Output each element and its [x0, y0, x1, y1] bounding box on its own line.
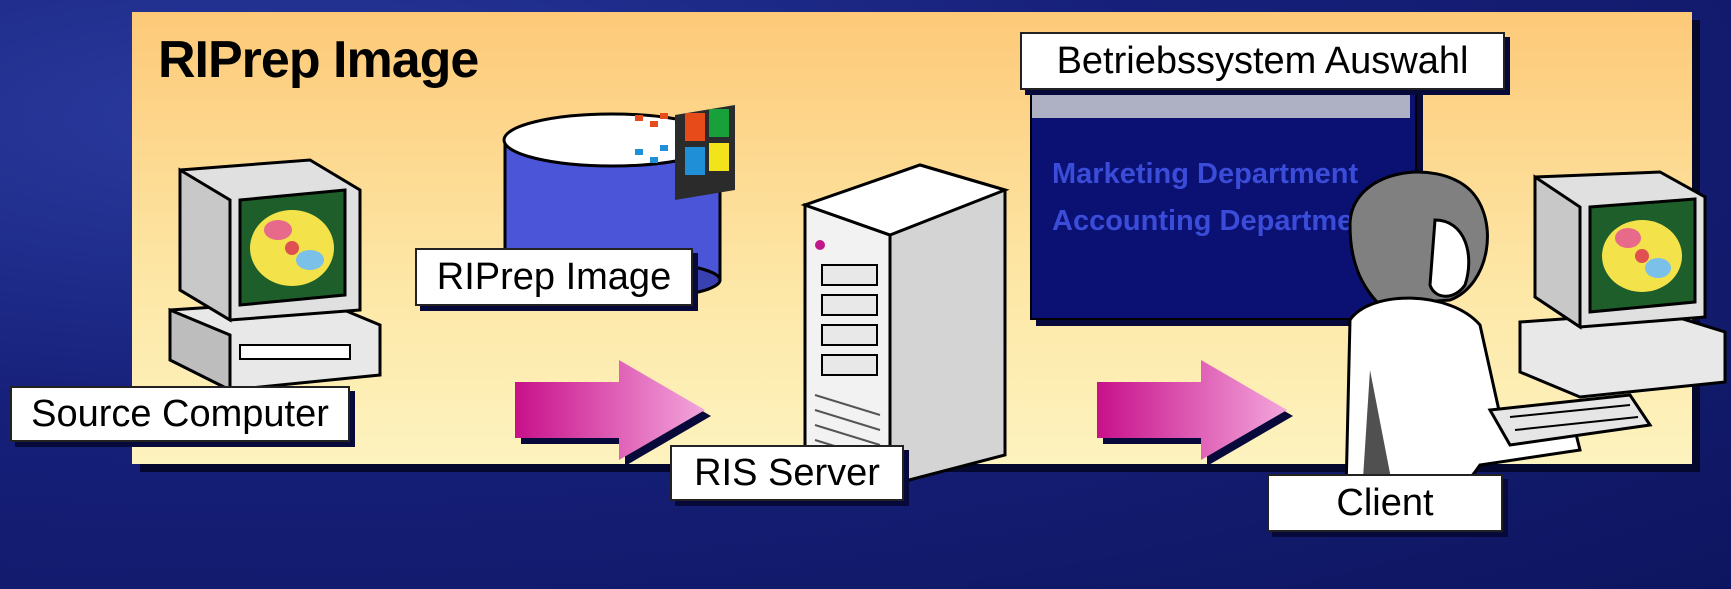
- label-os-selection: Betriebssystem Auswahl: [1020, 32, 1505, 90]
- os-selection-menu: [1030, 84, 1417, 320]
- label-source-computer: Source Computer: [10, 386, 350, 442]
- label-client: Client: [1267, 474, 1503, 532]
- panel-title: RIPrep Image: [158, 31, 479, 89]
- menu-item-accounting: Accounting Department: [1052, 205, 1381, 237]
- ris-server-icon: [800, 163, 1010, 488]
- source-computer-icon: [168, 158, 382, 393]
- arrow-to-client: [1097, 360, 1293, 466]
- label-ris-server: RIS Server: [670, 445, 904, 501]
- arrow-to-server: [515, 360, 711, 466]
- label-riprep-image: RIPrep Image: [415, 248, 693, 306]
- client-computer-icon: [1518, 170, 1727, 399]
- menu-item-marketing: Marketing Department: [1052, 158, 1359, 190]
- menu-title-bar: [1032, 86, 1410, 118]
